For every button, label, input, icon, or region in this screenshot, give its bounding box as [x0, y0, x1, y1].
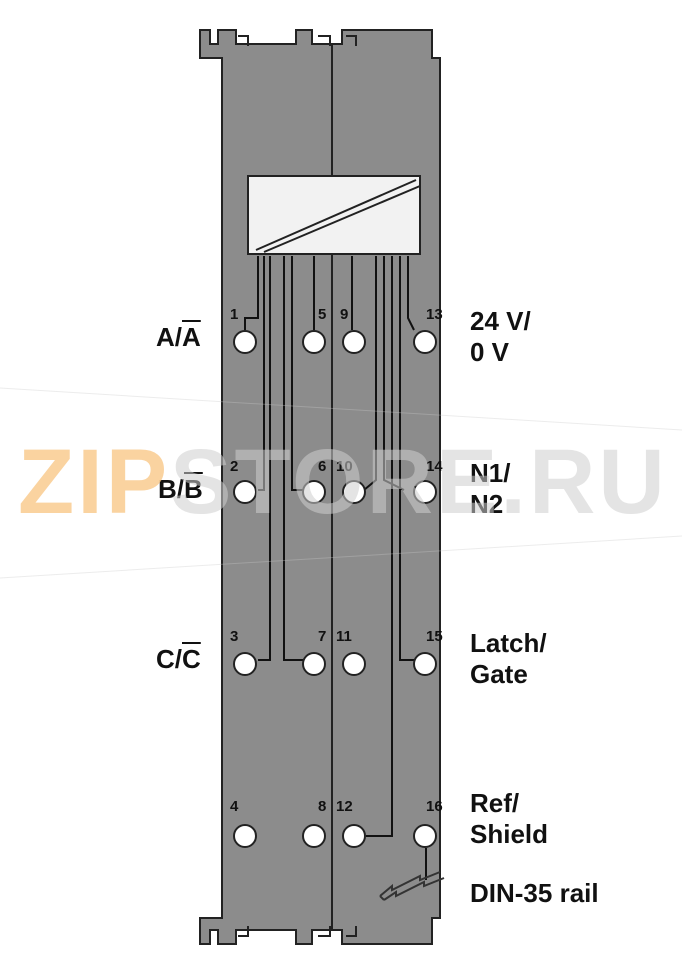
- pin-number: 4: [230, 798, 239, 815]
- pin-number: 14: [426, 458, 443, 475]
- label-ref: Ref/ Shield: [470, 788, 549, 850]
- terminal-5[interactable]: [302, 330, 326, 354]
- pin-number: 10: [336, 458, 353, 475]
- pin-number: 9: [340, 306, 349, 323]
- terminal-3[interactable]: [233, 652, 257, 676]
- pin-number: 11: [336, 628, 352, 645]
- terminals: [233, 330, 437, 848]
- terminal-16[interactable]: [413, 824, 437, 848]
- din-rail-icon: [379, 871, 445, 901]
- pin-number: 13: [426, 306, 443, 323]
- pin-number: 7: [318, 628, 327, 645]
- pin-number: 3: [230, 628, 239, 645]
- terminal-9[interactable]: [342, 330, 366, 354]
- pin-number: 8: [318, 798, 327, 815]
- terminal-14[interactable]: [413, 480, 437, 504]
- label-a: A/A: [156, 322, 201, 352]
- terminal-11[interactable]: [342, 652, 366, 676]
- terminal-13[interactable]: [413, 330, 437, 354]
- internal-wiring: [244, 256, 427, 880]
- pin-number: 6: [318, 458, 327, 475]
- label-supply: 24 V/ 0 V: [470, 306, 531, 368]
- terminal-1[interactable]: [233, 330, 257, 354]
- label-b: B/B: [158, 474, 203, 504]
- pin-number: 1: [230, 306, 239, 323]
- watermark-lines: [0, 387, 682, 579]
- module-housing: [199, 29, 441, 945]
- terminal-7[interactable]: [302, 652, 326, 676]
- terminal-6[interactable]: [302, 480, 326, 504]
- label-rail: DIN-35 rail: [470, 878, 599, 908]
- pin-number: 15: [426, 628, 443, 645]
- pin-number: 12: [336, 798, 353, 815]
- pin-number: 5: [318, 306, 327, 323]
- terminal-10[interactable]: [342, 480, 366, 504]
- clip-hooks: [238, 35, 357, 937]
- terminal-8[interactable]: [302, 824, 326, 848]
- pin-number: 16: [426, 798, 443, 815]
- label-c: C/C: [156, 644, 201, 674]
- terminal-2[interactable]: [233, 480, 257, 504]
- label-n: N1/ N2: [470, 458, 511, 520]
- terminal-4[interactable]: [233, 824, 257, 848]
- label-latch: Latch/ Gate: [470, 628, 547, 690]
- electronics-block: [247, 175, 421, 255]
- terminal-12[interactable]: [342, 824, 366, 848]
- pin-number: 2: [230, 458, 239, 475]
- terminal-15[interactable]: [413, 652, 437, 676]
